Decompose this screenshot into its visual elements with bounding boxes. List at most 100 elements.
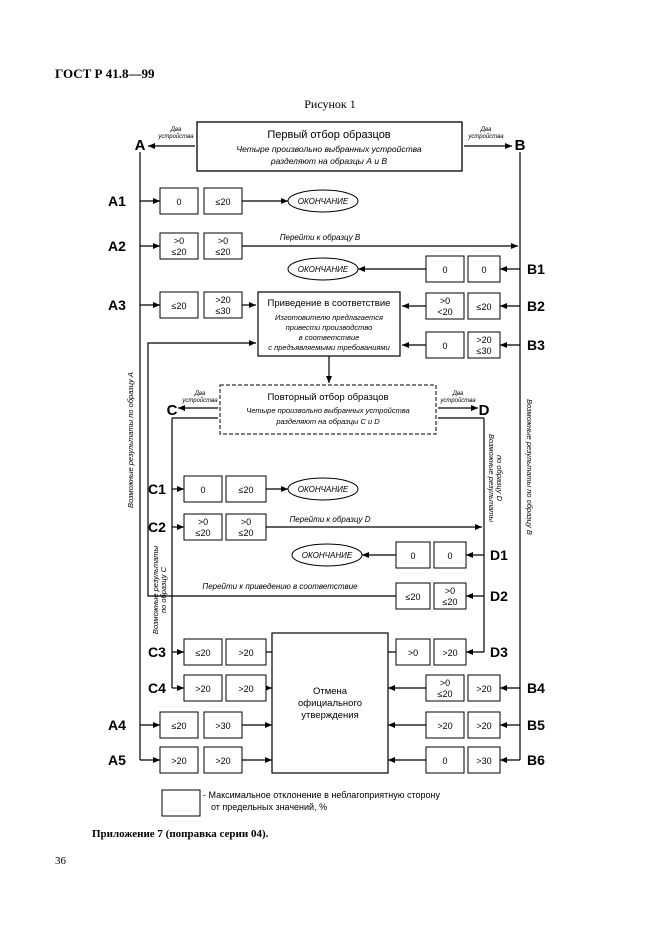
footer-note: Приложение 7 (поправка серии 04).: [92, 828, 269, 840]
letter-d: D: [479, 402, 490, 419]
letter-c: C: [167, 402, 178, 419]
letter-a: A: [135, 137, 146, 154]
value-boxes: [159, 187, 501, 817]
first-sampling-title: Первый отбор образцов: [267, 129, 390, 141]
c3-value-2: >20: [238, 648, 253, 658]
row-label-b3: B3: [527, 337, 545, 353]
b2-value-2: ≤20: [477, 302, 492, 312]
c2-value-1b: ≤20: [196, 528, 211, 538]
end-ellipse-d1: [291, 543, 363, 567]
c2-value-2b: ≤20: [239, 528, 254, 538]
side-label-d-line1: Возможные результаты: [487, 434, 496, 523]
a1-value-2: ≤20: [216, 197, 231, 207]
conformity-line2: привести производство: [286, 323, 373, 332]
repeat-sampling-title: Повторный отбор образцов: [267, 392, 388, 403]
c1-value-2: ≤20: [239, 485, 254, 495]
b3-value-1: 0: [442, 341, 447, 351]
row-label-a5: A5: [108, 752, 126, 768]
connector-lines: [139, 143, 521, 763]
side-label-d-line2: по образцу D: [495, 455, 504, 502]
a2-value-1a: >0: [174, 236, 184, 246]
legend-line1: - Максимальное отклонение в неблагоприят…: [203, 790, 440, 800]
a3-value-2a: >20: [215, 295, 230, 305]
b3-value-2a: >20: [476, 335, 491, 345]
a5-value-2: >20: [215, 756, 230, 766]
cancel-line2: официального: [298, 698, 362, 709]
c3-value-1: ≤20: [196, 648, 211, 658]
row-label-c2: C2: [148, 519, 166, 535]
a3-value-2b: ≤30: [216, 306, 231, 316]
d1-value-2: 0: [447, 551, 452, 561]
figure-title: Рисунок 1: [304, 97, 356, 111]
c2-value-2a: >0: [241, 517, 251, 527]
two-devices-a-line2: устройства: [157, 133, 194, 140]
d3-value-1: >0: [408, 648, 418, 658]
side-label-a: Возможные результаты по образцу А: [126, 372, 135, 508]
d2-value-1: ≤20: [406, 592, 421, 602]
document-code: ГОСТ Р 41.8—99: [55, 66, 155, 81]
end-label-b1: ОКОНЧАНИЕ: [298, 265, 349, 274]
b3-value-2b: ≤30: [477, 346, 492, 356]
side-label-c-line2: по образцу С: [159, 566, 168, 613]
side-label-c-line1: Возможные результаты: [151, 545, 160, 634]
c4-value-1: >20: [195, 684, 210, 694]
a5-value-1: >20: [171, 756, 186, 766]
d2-value-2a: >0: [445, 586, 455, 596]
end-label-d1: ОКОНЧАНИЕ: [302, 551, 353, 560]
row-label-c4: C4: [148, 680, 166, 696]
two-devices-a-line1: Два: [170, 127, 182, 133]
end-ellipse-c1: [287, 477, 359, 501]
d2-value-2b: ≤20: [443, 597, 458, 607]
c2-value-1a: >0: [198, 517, 208, 527]
row-label-b5: B5: [527, 717, 545, 733]
c1-value-1: 0: [200, 485, 205, 495]
b4-value-1b: ≤20: [438, 689, 453, 699]
cancel-approval-box: Отмена официального утверждения: [271, 632, 389, 774]
conformity-box: Приведение в соответствие Изготовителю п…: [257, 291, 401, 357]
end-ellipse-a1: [287, 189, 359, 213]
b4-value-1a: >0: [440, 678, 450, 688]
row-label-a1: A1: [108, 193, 126, 209]
two-devices-labels: Два устройства Два устройства Два устрой…: [157, 127, 504, 404]
first-sampling-box: Первый отбор образцов Четыре произвольно…: [196, 121, 463, 172]
two-devices-b-line2: устройства: [467, 133, 504, 140]
b5-value-1: >20: [437, 721, 452, 731]
b1-value-1: 0: [442, 265, 447, 275]
repeat-sampling-box: Повторный отбор образцов Четыре произвол…: [219, 384, 437, 435]
row-label-b2: B2: [527, 298, 545, 314]
page-number: 36: [55, 855, 67, 867]
first-sampling-line2: разделяют на образцы А и В: [270, 156, 388, 166]
a4-value-2: >30: [215, 721, 230, 731]
conformity-line4: с предъявляемыми требованиями: [268, 343, 390, 352]
letter-b: B: [515, 137, 526, 154]
side-label-b: Возможные результаты по образцу В: [525, 399, 534, 535]
two-devices-d-line1: Два: [452, 391, 464, 397]
conformity-line1: Изготовителю предлагается: [275, 313, 383, 322]
repeat-sampling-line1: Четыре произвольно выбранных устройства: [246, 406, 409, 415]
row-label-d3: D3: [490, 644, 508, 660]
d1-value-1: 0: [410, 551, 415, 561]
row-label-a2: A2: [108, 238, 126, 254]
two-devices-c-line2: устройства: [181, 397, 218, 404]
two-devices-b-line1: Два: [480, 127, 492, 133]
a2-value-1b: ≤20: [172, 247, 187, 257]
row-label-d2: D2: [490, 588, 508, 604]
b4-value-2: >20: [476, 684, 491, 694]
b5-value-2: >20: [476, 721, 491, 731]
a2-value-2a: >0: [218, 236, 228, 246]
a2-value-2b: ≤20: [216, 247, 231, 257]
first-sampling-line1: Четыре произвольно выбранных устройства: [236, 144, 422, 154]
end-ellipse-b1: [287, 257, 359, 281]
b6-value-1: 0: [442, 756, 447, 766]
b1-value-2: 0: [481, 265, 486, 275]
a1-value-1: 0: [176, 197, 181, 207]
two-devices-d-line2: устройства: [439, 397, 476, 404]
goto-conformity-label: Перейти к приведению в соответствие: [202, 582, 358, 591]
row-label-b6: B6: [527, 752, 545, 768]
row-label-a4: A4: [108, 717, 126, 733]
goto-b-label: Перейти к образцу В: [280, 233, 361, 242]
b2-value-1b: <20: [437, 307, 452, 317]
b2-value-1a: >0: [440, 296, 450, 306]
conformity-title: Приведение в соответствие: [268, 298, 391, 309]
